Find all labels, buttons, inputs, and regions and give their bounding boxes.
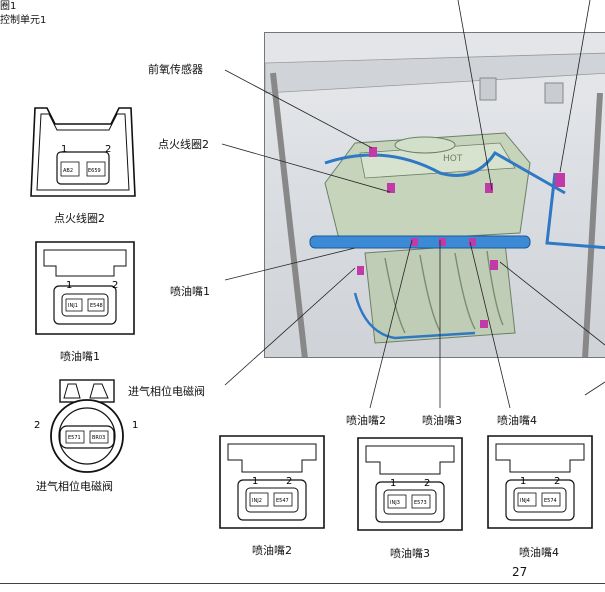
connector-ignition-coil-2: 1 2 AB2 E659 xyxy=(27,100,139,206)
caption-injector-3: 喷油嘴3 xyxy=(390,547,430,560)
pin-2-number: 2 xyxy=(34,420,40,431)
pin-1-wire-code: INJ2 xyxy=(252,498,262,504)
pin-1-number: 1 xyxy=(61,144,67,155)
pin-1-wire-code: AB2 xyxy=(63,168,73,174)
pin-2-wire-code: E547 xyxy=(276,498,289,504)
pin-2-number: 2 xyxy=(424,478,430,489)
engine-illustration: HOT xyxy=(265,33,605,357)
engine-brand-text: HOT xyxy=(443,154,463,164)
pin-2-wire-code: E548 xyxy=(90,303,103,309)
caption-injector-2: 喷油嘴2 xyxy=(252,544,292,557)
page-number: 27 xyxy=(512,565,528,579)
connector-intake-vvt-solenoid: 2 1 E571 BR03 xyxy=(28,376,148,476)
pin-2-wire-code: E573 xyxy=(414,500,427,506)
connector-injector-2: 1 2 INJ2 E547 xyxy=(216,430,328,536)
callout-front-o2-sensor: 前氧传感器 xyxy=(148,63,203,76)
pin-1-wire-code: INJ1 xyxy=(68,303,78,309)
footer-divider xyxy=(0,583,605,584)
pin-1-number: 1 xyxy=(390,478,396,489)
callout-intake-vvt-solenoid: 进气相位电磁阀 xyxy=(128,385,205,398)
caption-injector-1: 喷油嘴1 xyxy=(60,350,100,363)
callout-ignition-coil-2: 点火线圈2 xyxy=(158,138,209,151)
pin-2-number: 2 xyxy=(105,144,111,155)
pin-1-number: 1 xyxy=(252,476,258,487)
pin-1-number: 1 xyxy=(132,420,138,431)
pin-2-wire-code: E659 xyxy=(88,168,101,174)
engine-photo: HOT xyxy=(264,32,605,358)
pin-2-number: 2 xyxy=(112,280,118,291)
pin-1-wire-code: INJ3 xyxy=(390,500,400,506)
pin-2-number: 2 xyxy=(554,476,560,487)
callout-injector-3: 喷油嘴3 xyxy=(422,414,462,427)
connector-injector-1: 1 2 INJ1 E548 xyxy=(30,236,140,344)
connector-injector-3: 1 2 INJ3 E573 xyxy=(354,432,466,538)
pin-1-number: 1 xyxy=(520,476,526,487)
pin-2-wire-code: E571 xyxy=(68,435,81,441)
header-line-1: 圈1 xyxy=(0,1,17,12)
callout-injector-1: 喷油嘴1 xyxy=(170,285,210,298)
caption-ignition-coil-2: 点火线圈2 xyxy=(54,212,105,225)
pin-2-wire-code: E574 xyxy=(544,498,557,504)
pin-2-number: 2 xyxy=(286,476,292,487)
pin-1-wire-code: INJ4 xyxy=(520,498,530,504)
pin-1-wire-code: BR03 xyxy=(92,435,105,441)
header-line-2: 控制单元1 xyxy=(0,15,47,26)
pin-1-number: 1 xyxy=(66,280,72,291)
caption-intake-vvt-solenoid: 进气相位电磁阀 xyxy=(36,480,113,493)
connector-injector-4: 1 2 INJ4 E574 xyxy=(484,430,596,536)
callout-injector-4: 喷油嘴4 xyxy=(497,414,537,427)
caption-injector-4: 喷油嘴4 xyxy=(519,546,559,559)
callout-injector-2: 喷油嘴2 xyxy=(346,414,386,427)
